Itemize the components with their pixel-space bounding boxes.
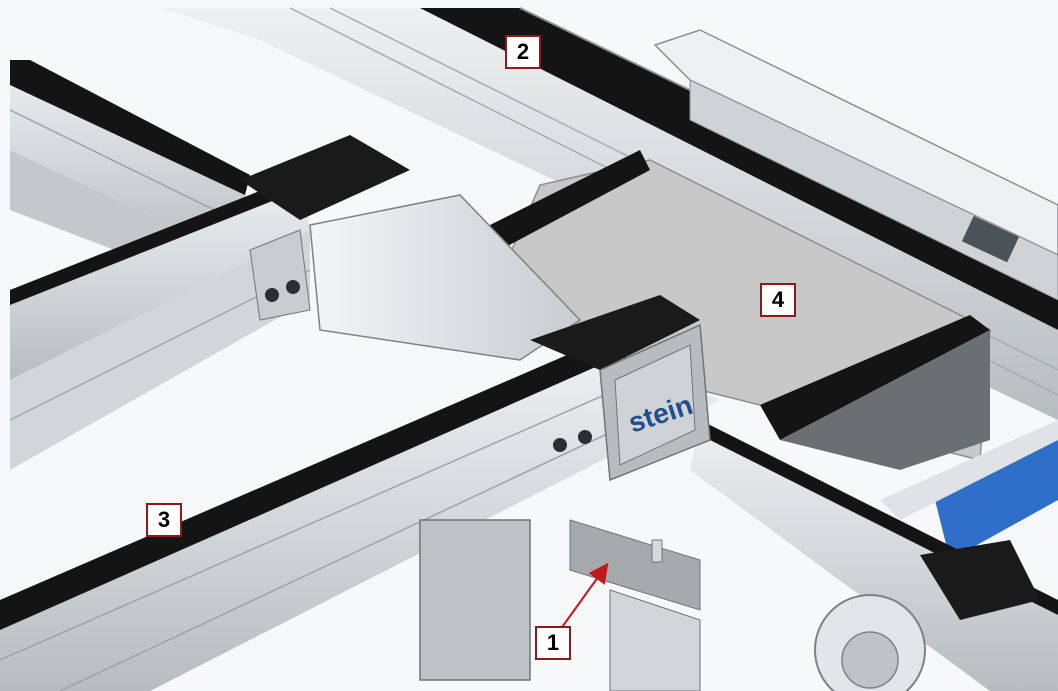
callout-3: 3	[146, 503, 182, 537]
frame-rail-front	[0, 350, 720, 691]
drive-housing	[653, 29, 1058, 256]
lifting-unit	[419, 519, 531, 681]
frame-rail-left-cross	[10, 175, 310, 380]
carriage-clamp-front	[530, 295, 700, 370]
callout-1-arrow	[559, 562, 609, 631]
callout-2: 2	[505, 35, 541, 69]
callout-4: 4	[760, 283, 796, 317]
belt-segment-back	[490, 150, 650, 250]
conveyor-belt-2	[420, 8, 1058, 330]
carriage-clamp-left	[240, 135, 410, 220]
conveyor-belt-left	[10, 60, 250, 195]
callout-1: 1	[535, 626, 571, 660]
frame-rail-right	[690, 420, 1058, 691]
right-clamp	[920, 540, 1040, 620]
belt-segment-front	[760, 315, 990, 440]
conveyor-belt-3	[0, 345, 600, 630]
drive-motor-block	[961, 215, 1019, 263]
